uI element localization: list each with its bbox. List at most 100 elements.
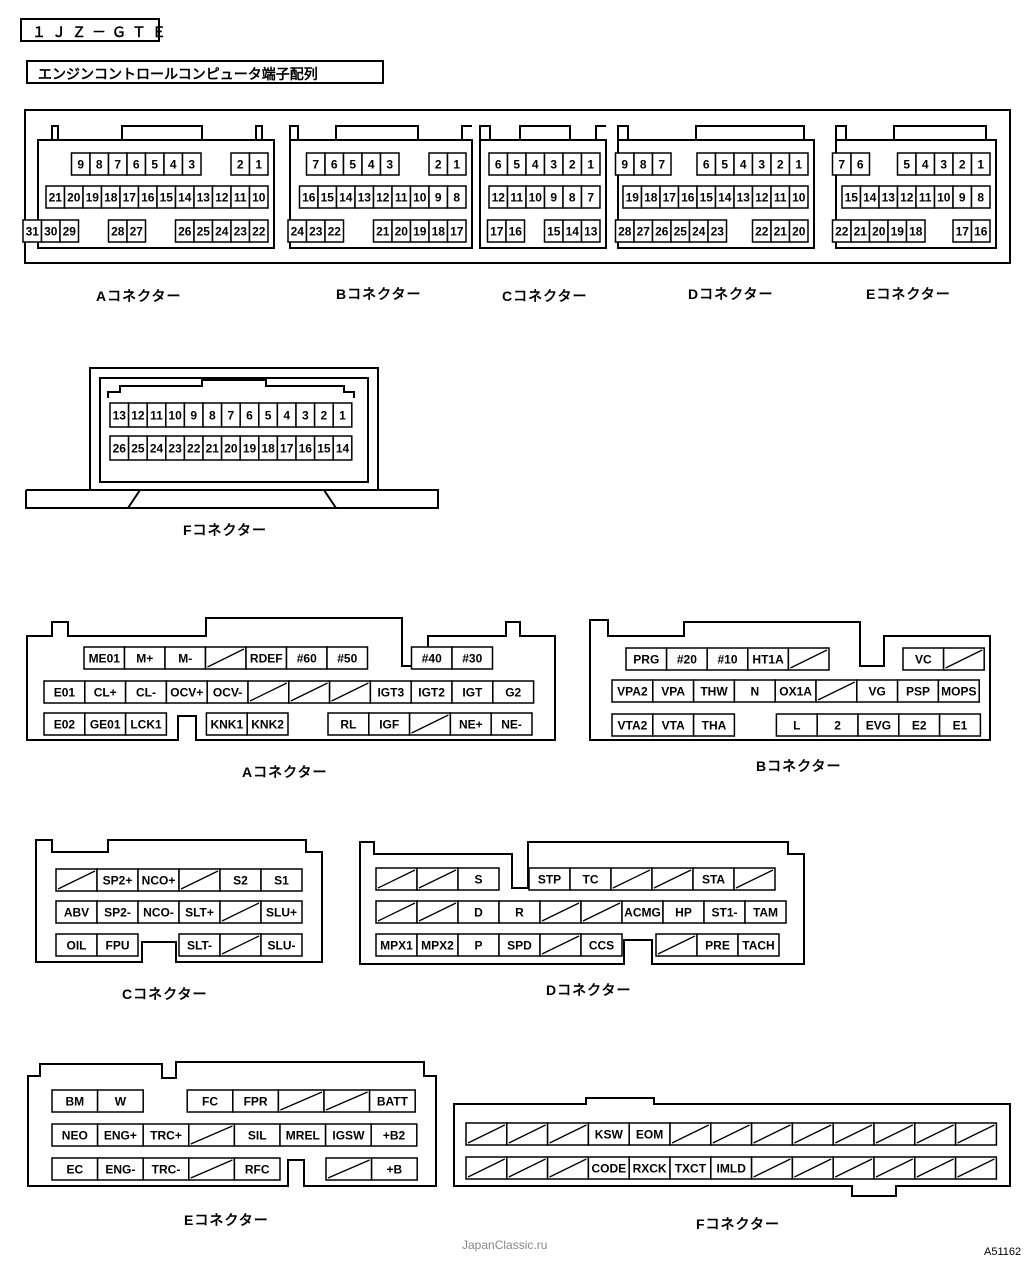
pin-label: 22 — [328, 224, 342, 238]
sig-c-pin: NCO- — [137, 900, 180, 924]
sig-e-pin: SIL — [233, 1123, 281, 1147]
pin-cell — [260, 900, 303, 924]
pin-label: W — [115, 1094, 127, 1108]
pin-cell — [938, 713, 982, 737]
sig-e-pin: NEO — [51, 1123, 99, 1147]
sig-b-pin: VG — [856, 679, 899, 703]
pin-label: LCK1 — [130, 717, 162, 731]
pin-label: 10 — [168, 408, 182, 422]
pin-label: 2 — [321, 408, 328, 422]
top-d-pin: 8 — [633, 152, 654, 176]
sig-d-pin — [651, 867, 694, 891]
sig-b-pin: VPA2 — [611, 679, 654, 703]
unused-pin-slash — [794, 1124, 832, 1144]
pin-label: SP2- — [104, 905, 131, 919]
top-a-pin: 16 — [137, 185, 158, 209]
f-pin: 8 — [202, 402, 223, 428]
top-b-pin: 4 — [361, 152, 382, 176]
unused-pin-slash — [653, 869, 692, 889]
pin-cell — [379, 152, 400, 176]
pin-label: 20 — [395, 224, 409, 238]
sig-a-pin: #50 — [326, 646, 369, 670]
pin-label: VPA — [661, 684, 685, 698]
pin-label: 6 — [703, 157, 710, 171]
diagram-subtitle: エンジンコントロールコンピュータ端子配列 — [26, 60, 384, 84]
pin-label: 16 — [299, 441, 313, 455]
pin-cell — [788, 152, 809, 176]
sig-d-pin: P — [457, 933, 500, 957]
pin-label: 8 — [96, 157, 103, 171]
f-pin: 15 — [313, 435, 334, 461]
sig-a-pin: E01 — [43, 680, 86, 704]
pin-label: E2 — [912, 718, 927, 732]
sig-d-pin — [733, 867, 776, 891]
pin-label: TC — [583, 872, 599, 886]
top-d-pin: 25 — [670, 219, 691, 243]
pin-cell — [233, 1157, 281, 1181]
pin-label: 8 — [209, 408, 216, 422]
unused-pin-slash — [190, 1125, 233, 1145]
top-b-pin: 14 — [335, 185, 356, 209]
unused-pin-slash — [549, 1124, 587, 1144]
top-e-pin: 6 — [850, 152, 871, 176]
pin-label: EOM — [636, 1127, 663, 1141]
label-f-pins: Fコネクター — [183, 522, 267, 538]
pin-label: VPA2 — [617, 684, 648, 698]
pin-label: 18 — [909, 224, 923, 238]
pin-label: BM — [65, 1094, 84, 1108]
sig-c-pin — [55, 868, 98, 892]
f-pin: 24 — [146, 435, 167, 461]
pin-label: 5 — [513, 157, 520, 171]
f-pin: 20 — [220, 435, 241, 461]
top-d-pin: 24 — [688, 219, 709, 243]
pin-label: +B2 — [383, 1128, 406, 1142]
sig-e-pin: W — [96, 1089, 144, 1113]
sig-b-pin: HT1A — [747, 647, 790, 671]
top-e-pin: 7 — [831, 152, 852, 176]
top-a-pin: 1 — [248, 152, 269, 176]
sig-d-pin: STP — [528, 867, 571, 891]
unused-pin-slash — [957, 1158, 995, 1178]
sig-a-pin — [204, 646, 247, 670]
f-pin: 9 — [183, 402, 204, 428]
label-sig-f: Fコネクター — [696, 1216, 780, 1232]
pin-label: TACH — [742, 938, 774, 952]
top-d-pin: 23 — [707, 219, 728, 243]
pin-label: 13 — [584, 224, 598, 238]
pin-label: 9 — [550, 190, 557, 204]
sig-f-pin — [750, 1156, 794, 1180]
sig-e-pin: RFC — [233, 1157, 281, 1181]
pin-cell — [181, 152, 202, 176]
top-d-pin: 17 — [659, 185, 680, 209]
pin-label: 26 — [655, 224, 669, 238]
pin-label: 1 — [587, 157, 594, 171]
unused-pin-slash — [834, 1124, 873, 1144]
sig-f-pin — [546, 1156, 590, 1180]
pin-label: 9 — [190, 408, 197, 422]
pin-label: R — [515, 905, 524, 919]
top-b-pin: 6 — [324, 152, 345, 176]
unused-pin-slash — [834, 1158, 873, 1178]
top-a-pin: 26 — [174, 219, 195, 243]
top-e-pin: 1 — [970, 152, 991, 176]
pin-cell — [246, 712, 289, 736]
top-e-pin: 13 — [878, 185, 899, 209]
pin-cell — [326, 646, 369, 670]
top-c-pin: 9 — [543, 185, 564, 209]
pin-label: ENG- — [105, 1162, 135, 1176]
pin-label: 15 — [321, 190, 335, 204]
pin-cell — [370, 1123, 418, 1147]
pin-label: 20 — [792, 224, 806, 238]
f-pin: 4 — [276, 402, 297, 428]
unused-pin-slash — [325, 1091, 368, 1111]
label-sig-e: Eコネクター — [184, 1212, 269, 1228]
pin-label: FC — [202, 1094, 218, 1108]
sig-b-pin: E2 — [898, 713, 941, 737]
pin-label: 26 — [178, 224, 192, 238]
pin-label: 24 — [150, 441, 164, 455]
sig-a-pin: E02 — [43, 712, 86, 736]
sig-b-pin: N — [733, 679, 776, 703]
pin-cell — [457, 867, 500, 891]
